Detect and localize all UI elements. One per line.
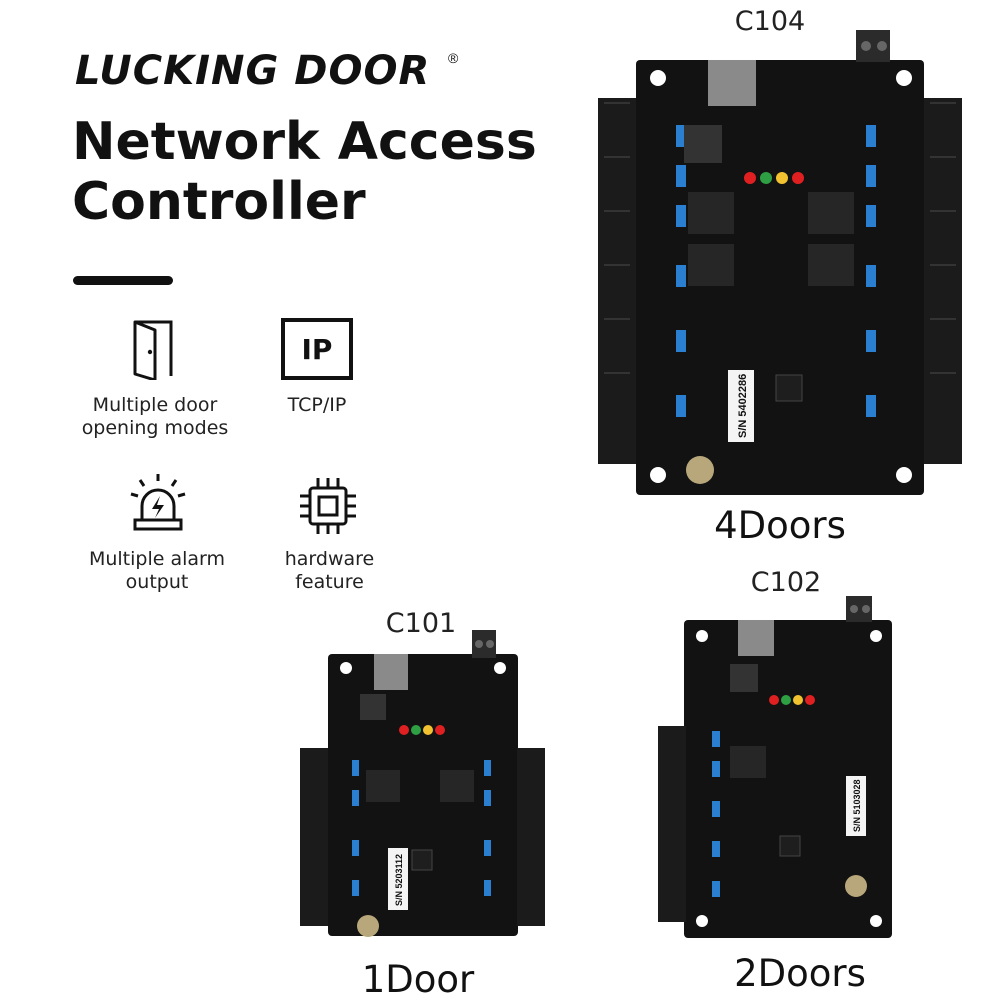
board-c102-serial: S/N 5103028 — [852, 779, 862, 832]
feature-door-line2: opening modes — [81, 417, 229, 439]
title-line-2: Controller — [72, 172, 366, 232]
feature-label-alarm: Multiple alarm output — [72, 548, 242, 594]
board-c104-serial: S/N 5402286 — [737, 374, 749, 438]
ip-icon-text: IP — [301, 332, 333, 366]
feature-hardware-line1: hardware — [284, 548, 375, 570]
feature-alarm-line1: Multiple alarm — [88, 548, 226, 570]
model-label-c104: C104 — [734, 6, 806, 37]
title-divider — [73, 276, 173, 285]
door-icon — [125, 318, 185, 382]
ip-icon: IP — [281, 318, 353, 380]
caption-c102: 2Doors — [734, 952, 866, 995]
registered-mark: ® — [448, 50, 459, 66]
feature-ip-line1: TCP/IP — [287, 394, 347, 416]
caption-c101: 1Door — [361, 958, 475, 1001]
page-title: Network Access Controller — [72, 112, 537, 232]
feature-label-door: Multiple door opening modes — [70, 394, 240, 440]
alarm-icon — [128, 472, 188, 534]
chip-icon — [298, 476, 358, 538]
model-label-c101: C101 — [385, 608, 457, 639]
brand-logo: LUCKING DOOR — [75, 48, 431, 94]
board-c101-image: S/N 5203112 — [300, 630, 545, 937]
feature-hardware-line2: feature — [295, 571, 364, 593]
board-c101-serial: S/N 5203112 — [394, 854, 404, 906]
feature-alarm-line2: output — [125, 571, 189, 593]
board-c104-image: S/N 5402286 — [598, 30, 962, 495]
model-label-c102: C102 — [750, 567, 822, 598]
title-line-1: Network Access — [72, 112, 537, 172]
feature-label-ip: TCP/IP — [262, 394, 372, 417]
feature-door-line1: Multiple door — [92, 394, 218, 416]
board-c102-image: S/N 5103028 — [658, 596, 892, 938]
feature-label-hardware: hardware feature — [262, 548, 397, 594]
caption-c104: 4Doors — [714, 504, 846, 547]
